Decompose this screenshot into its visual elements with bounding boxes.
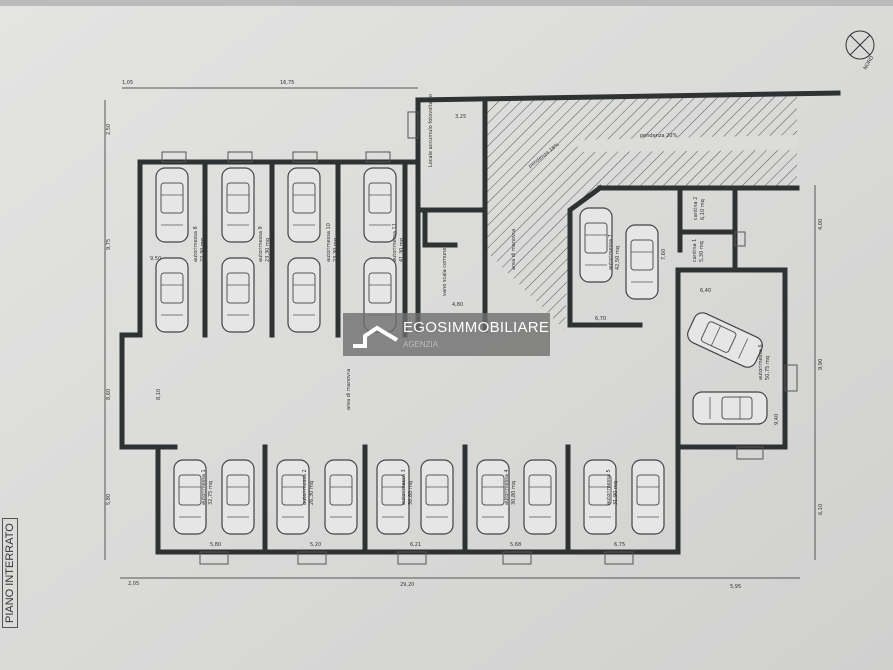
- car-icon: [276, 459, 310, 535]
- dimension-label: 5,20: [310, 542, 321, 548]
- dimension-label: 5,55: [156, 494, 162, 505]
- garage-name: autorimessa 6: [758, 344, 764, 380]
- car-icon: [363, 167, 397, 243]
- car-icon: [523, 459, 557, 535]
- dimension-label: 16,75: [280, 80, 294, 86]
- car-icon: [692, 391, 768, 425]
- garage-area: 41,30 mq: [399, 238, 405, 262]
- car-icon: [173, 459, 207, 535]
- floor-label: PIANO INTERRATO: [2, 518, 18, 628]
- ramp-center-strip: [575, 135, 797, 152]
- garage-name: autorimessa 1: [201, 469, 207, 505]
- car-icon: [155, 257, 189, 333]
- dimension-label: 3,25: [455, 114, 466, 120]
- dimension-label: 5,80: [106, 494, 112, 505]
- garage-area: 22,30 mq: [200, 238, 206, 262]
- dimension-label: 6,70: [595, 316, 606, 322]
- watermark: EGOSIMMOBILIARE AGENZIA: [343, 313, 550, 356]
- car-icon: [376, 459, 410, 535]
- garage-name: autorimessa 9: [258, 226, 264, 262]
- garage-area: 42,50 mq: [615, 246, 621, 270]
- dimension-label: 6,10: [818, 504, 824, 515]
- watermark-brand: EGOSIMMOBILIARE: [403, 319, 550, 336]
- ramp-hatch: [485, 96, 797, 330]
- car-icon: [287, 257, 321, 333]
- garage-area: 31,90 mq: [613, 481, 619, 505]
- garage-area: 32,75 mq: [208, 481, 214, 505]
- dimension-label: 4,00: [818, 219, 824, 230]
- garage-name: autorimessa 3: [401, 469, 407, 505]
- dimension-label: 5,68: [510, 542, 521, 548]
- car-icon: [324, 459, 358, 535]
- garage-name: autorimessa 11: [392, 223, 398, 262]
- maneuver-label: area di manovra: [346, 369, 352, 410]
- garage-area: 30,80 mq: [511, 481, 517, 505]
- paper-edge: [0, 0, 893, 6]
- cellar-name: cantina 1: [692, 239, 698, 262]
- garage-area: 23,30 mq: [265, 238, 271, 262]
- dimension-label: 9,40: [774, 414, 780, 425]
- house-logo-icon: [353, 325, 399, 348]
- cellar-area: 6,10 mq: [700, 199, 706, 220]
- garage-area: 26,30 mq: [309, 481, 315, 505]
- cars: [155, 167, 768, 535]
- dimension-label: 6,40: [700, 288, 711, 294]
- car-icon: [155, 167, 189, 243]
- ramp-slope-main: pendenza 20%: [640, 133, 677, 139]
- dimension-label: 1,05: [122, 80, 133, 86]
- car-icon: [287, 167, 321, 243]
- garage-name: autorimessa 2: [302, 469, 308, 505]
- car-icon: [221, 459, 255, 535]
- dimension-label: 9,50: [150, 256, 161, 262]
- dimension-label: 8,60: [106, 389, 112, 400]
- garage-name: autorimessa 8: [193, 226, 199, 262]
- garage-area: 50,75 mq: [765, 356, 771, 380]
- garage-area: 30,60 mq: [408, 481, 414, 505]
- garage-name: autorimessa 7: [608, 234, 614, 270]
- garage-name: autorimessa 10: [326, 223, 332, 262]
- car-icon: [687, 312, 763, 368]
- dimension-label: 4,80: [452, 302, 463, 308]
- car-icon: [221, 257, 255, 333]
- maneuver-top-label: area di manovra: [511, 229, 517, 270]
- dimension-label: 7,60: [661, 249, 667, 260]
- car-icon: [625, 224, 659, 300]
- car-icon: [579, 207, 613, 283]
- car-icon: [476, 459, 510, 535]
- dimension-label: 6,75: [614, 542, 625, 548]
- dimension-label: 8,10: [156, 389, 162, 400]
- dimension-label: 9,75: [106, 239, 112, 250]
- cellar-area: 5,30 mq: [699, 241, 705, 262]
- cellar-name: cantina 2: [693, 197, 699, 220]
- dimension-label: 5,80: [210, 542, 221, 548]
- car-icon: [420, 459, 454, 535]
- car-icon: [221, 167, 255, 243]
- dimension-label: 2,50: [106, 124, 112, 135]
- stair-label: vano scala comune: [442, 248, 448, 296]
- garage-name: autorimessa 4: [504, 469, 510, 505]
- car-icon: [583, 459, 617, 535]
- dimension-label: 6,21: [410, 542, 421, 548]
- window-wells: [161, 111, 798, 565]
- garage-area: 23,30 mq: [333, 238, 339, 262]
- tech-room-label: Locale accumulo fotovoltaico: [428, 94, 434, 167]
- garage-name: autorimessa 5: [606, 469, 612, 505]
- car-icon: [631, 459, 665, 535]
- dimension-label: 9,90: [818, 359, 824, 370]
- dimension-label: 2,05: [128, 581, 139, 587]
- dimension-labels: 1,05 16,75 2,05 29,20 5,95 2,50 9,75 8,60 5,80 4,…: [106, 80, 824, 590]
- dimension-lines: [104, 87, 816, 579]
- dimension-label: 5,95: [730, 584, 741, 590]
- watermark-tagline: AGENZIA: [403, 340, 439, 349]
- dimension-label: 29,20: [400, 582, 414, 588]
